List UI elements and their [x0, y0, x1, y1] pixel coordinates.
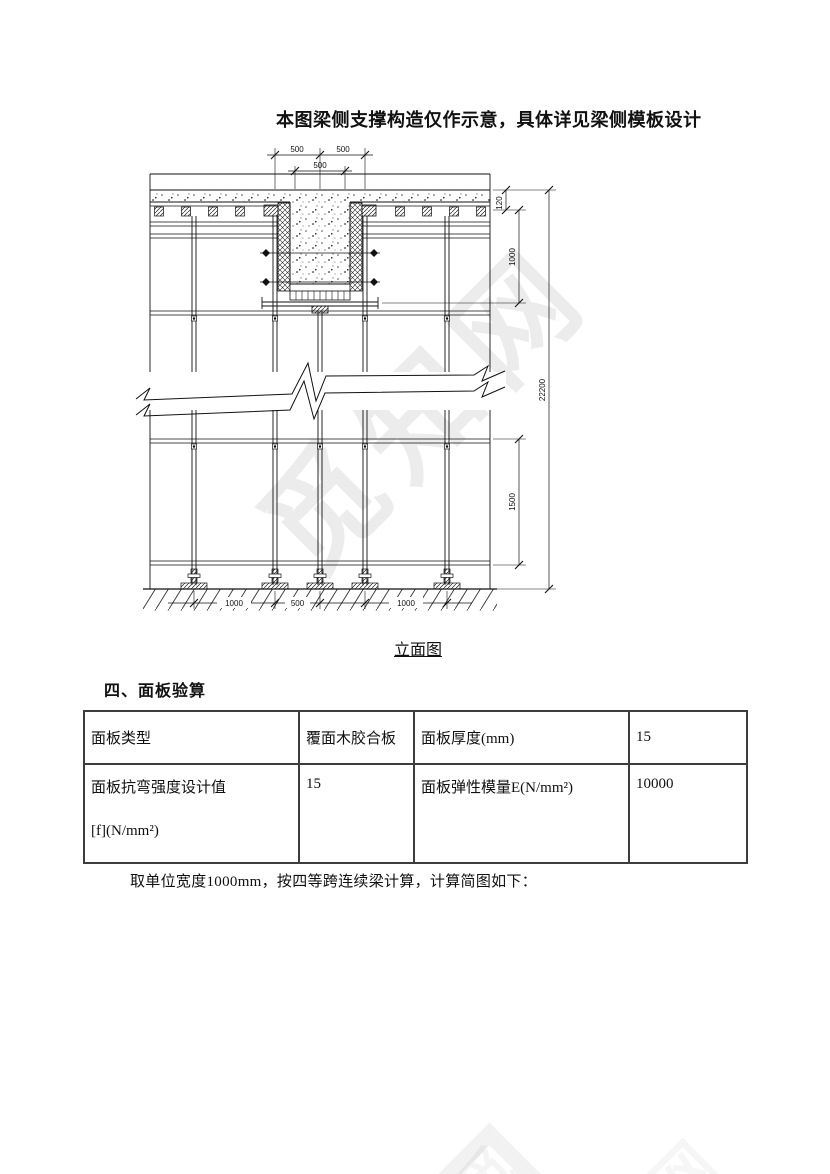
- dim-bottom-500: 500: [291, 599, 305, 608]
- slab-formwork-joists: [154, 206, 486, 217]
- cell-panel-thickness-label: 面板厚度(mm): [413, 710, 630, 765]
- dim-top-right-500: 500: [336, 145, 350, 154]
- scaffold-jack-bases: [180, 568, 461, 590]
- cell-elastic-modulus-value: 10000: [628, 763, 748, 864]
- break-line-band: [135, 361, 506, 421]
- cell-bending-strength-label: 面板抗弯强度设计值 [f](N/mm²): [83, 763, 300, 864]
- section-heading: 四、面板验算: [104, 683, 207, 700]
- dim-right-1500: 1500: [508, 493, 517, 511]
- table-row: 面板抗弯强度设计值 [f](N/mm²) 15 面板弹性模量E(N/mm²) 1…: [83, 763, 748, 864]
- beam-tie-rods: [260, 249, 380, 286]
- dim-right-1000: 1000: [508, 248, 517, 266]
- dimension-top: 500 500 500: [267, 145, 373, 189]
- dimension-bottom: 1000 500 1000: [168, 591, 472, 609]
- cell-panel-type-value: 覆面木胶合板: [298, 710, 415, 765]
- bending-strength-line2: [f](N/mm²): [91, 823, 159, 839]
- calc-note-paragraph: 取单位宽度1000mm，按四等跨连续梁计算，计算简图如下：: [130, 874, 538, 890]
- scaffold-posts: [191, 216, 450, 585]
- cell-panel-thickness-value: 15: [628, 710, 748, 765]
- scaffold-couplers: [191, 315, 450, 450]
- dim-top-center-500: 500: [313, 161, 327, 170]
- figure-caption: 立面图: [393, 642, 442, 659]
- scaffold-ledgers: [150, 221, 490, 566]
- drop-beam-concrete: [289, 202, 351, 285]
- beam-support-bracket: [261, 297, 379, 314]
- beam-side-formwork: [263, 202, 377, 292]
- watermark-fragment: 网: [625, 1119, 735, 1174]
- elevation-drawing: 500 500 500 120 1000 1500 22200: [135, 145, 556, 611]
- dimension-right: 120 1000 1500 22200: [382, 185, 556, 594]
- table-row: 面板类型 覆面木胶合板 面板厚度(mm) 15: [83, 710, 748, 765]
- bending-strength-line1: 面板抗弯强度设计值: [91, 780, 227, 796]
- drawing-note-title: 本图梁侧支撑构造仅作示意，具体详见梁侧模板设计: [276, 110, 702, 130]
- cell-panel-type-label: 面板类型: [83, 710, 300, 765]
- dim-right-120: 120: [495, 196, 504, 210]
- cell-bending-strength-value: 15: [298, 763, 415, 864]
- dim-bottom-1000-right: 1000: [397, 599, 415, 608]
- cell-elastic-modulus-label: 面板弹性模量E(N/mm²): [413, 763, 630, 864]
- dim-bottom-1000-left: 1000: [225, 599, 243, 608]
- panel-check-table: 面板类型 覆面木胶合板 面板厚度(mm) 15 面板抗弯强度设计值 [f](N/…: [83, 710, 748, 864]
- dim-top-left-500: 500: [290, 145, 304, 154]
- beam-bottom-formwork: [289, 290, 351, 301]
- dim-right-22200: 22200: [538, 378, 547, 401]
